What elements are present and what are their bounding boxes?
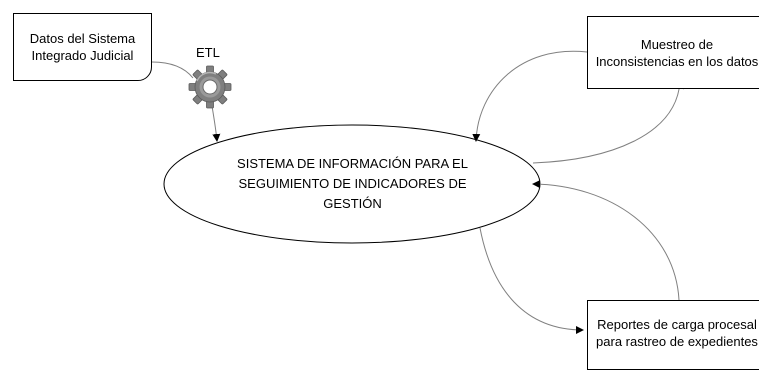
connector-etl-to-system — [211, 105, 221, 142]
source-box-line-1: Datos del Sistema — [29, 31, 136, 46]
central-system-label: SISTEMA DE INFORMACIÓN PARA EL SEGUIMIEN… — [165, 154, 540, 214]
sampling-box-line-2: Inconsistencias en los datos — [595, 53, 759, 69]
reports-box-line-1: Reportes de carga procesal — [597, 317, 757, 332]
connector-system-to-sampling — [532, 81, 684, 164]
connector-sampling-to-system — [472, 50, 588, 142]
reports-box-line-2: para rastreo de expedientes — [596, 334, 758, 349]
source-box-line-2: Integrado Judicial — [31, 48, 134, 63]
connectors-layer — [151, 50, 684, 334]
sampling-box-line-1: Muestreo de — [640, 36, 714, 52]
sampling-box: Muestreo de Inconsistencias en los datos — [587, 16, 759, 89]
central-system-line-3: GESTIÓN — [323, 196, 382, 211]
diagram-canvas: Datos del Sistema Integrado Judicial ETL… — [13, 13, 759, 370]
source-data-box: Datos del Sistema Integrado Judicial — [13, 13, 152, 81]
connector-source-to-etl — [151, 61, 194, 79]
central-system-line-1: SISTEMA DE INFORMACIÓN PARA EL — [237, 156, 468, 171]
gear-icon — [188, 65, 232, 109]
etl-label: ETL — [196, 45, 220, 60]
central-system-line-2: SEGUIMIENTO DE INDICADORES DE — [238, 176, 467, 191]
connector-reports-to-system — [532, 180, 680, 301]
reports-box: Reportes de carga procesal para rastreo … — [587, 300, 759, 370]
connector-system-to-reports — [479, 227, 584, 334]
